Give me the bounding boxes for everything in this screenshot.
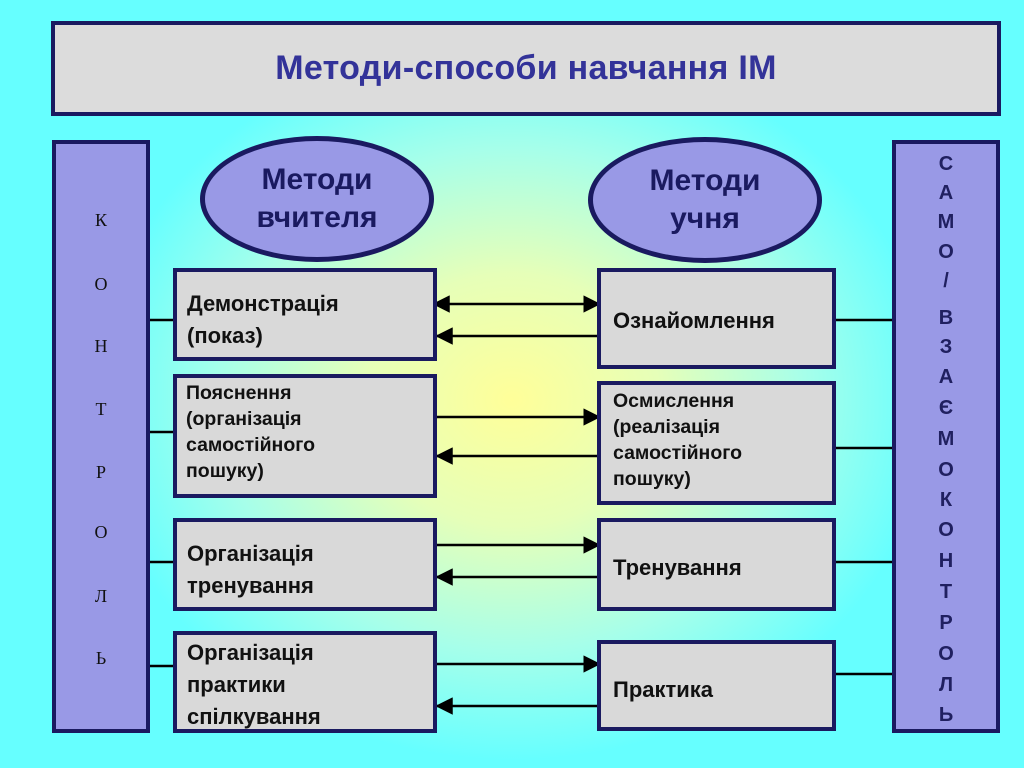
self-control-letter: З bbox=[939, 336, 953, 358]
student-method-box: Практика bbox=[597, 640, 836, 731]
student-methods-label: Методи учня bbox=[649, 164, 761, 235]
teacher-method-text: Демонстрація (показ) bbox=[187, 291, 339, 348]
control-letter: Ь bbox=[95, 648, 107, 668]
teacher-method-box: Організація практики спілкування bbox=[173, 631, 437, 733]
student-method-text: Практика bbox=[613, 677, 714, 702]
self-control-letter: Є bbox=[938, 397, 954, 419]
self-control-letter: О bbox=[938, 519, 954, 541]
control-letter: Т bbox=[95, 399, 107, 419]
student-method-text: Тренування bbox=[613, 555, 742, 580]
student-method-text: Осмислення (реалізація самостійного пошу… bbox=[613, 390, 743, 490]
self-control-letter: О bbox=[938, 459, 954, 481]
self-control-letter: В bbox=[938, 307, 954, 329]
control-letter: К bbox=[94, 210, 107, 230]
student-method-box: Ознайомлення bbox=[597, 268, 836, 369]
teacher-method-text: Організація тренування bbox=[187, 541, 314, 598]
self-control-letter: / bbox=[943, 270, 949, 292]
control-letter: О bbox=[94, 274, 108, 294]
student-method-text: Ознайомлення bbox=[613, 308, 775, 333]
self-control-letter: А bbox=[938, 366, 954, 388]
self-control-letter: М bbox=[937, 428, 955, 450]
self-control-letter: О bbox=[938, 241, 954, 263]
page-title: Методи-способи навчання ІМ bbox=[275, 49, 777, 87]
control-bar: К О Н Т Р О Л Ь bbox=[52, 140, 150, 733]
control-letter: О bbox=[94, 522, 108, 542]
control-letter: Н bbox=[94, 336, 108, 356]
self-control-letter: Л bbox=[938, 674, 954, 696]
teacher-method-box: Демонстрація (показ) bbox=[173, 268, 437, 361]
self-control-letter: К bbox=[939, 489, 953, 511]
self-control-letter: Н bbox=[938, 550, 954, 572]
self-control-letter: Ь bbox=[938, 704, 954, 726]
teacher-methods-header: Методи вчителя bbox=[200, 136, 434, 262]
teacher-method-box: Організація тренування bbox=[173, 518, 437, 611]
teacher-method-text: Організація практики спілкування bbox=[187, 640, 321, 729]
self-control-letter: А bbox=[938, 182, 954, 204]
control-letter: Л bbox=[94, 586, 108, 606]
self-control-letter: С bbox=[938, 153, 954, 175]
self-control-letter: М bbox=[937, 211, 955, 233]
self-control-letter: О bbox=[938, 643, 954, 665]
student-method-box: Осмислення (реалізація самостійного пошу… bbox=[597, 381, 836, 505]
title-bar: Методи-способи навчання ІМ bbox=[51, 21, 1001, 116]
self-control-letter: Т bbox=[939, 581, 953, 603]
self-control-letter: Р bbox=[939, 612, 953, 634]
student-methods-header: Методи учня bbox=[588, 137, 822, 263]
teacher-method-box: Пояснення (організація самостійного пошу… bbox=[173, 374, 437, 498]
control-letter: Р bbox=[95, 462, 106, 482]
teacher-methods-label: Методи вчителя bbox=[256, 163, 378, 234]
student-method-box: Тренування bbox=[597, 518, 836, 611]
self-control-bar: С А М О / В З А Є М О К О Н Т Р О Л Ь bbox=[892, 140, 1000, 733]
teacher-method-text: Пояснення (організація самостійного пошу… bbox=[186, 382, 316, 482]
